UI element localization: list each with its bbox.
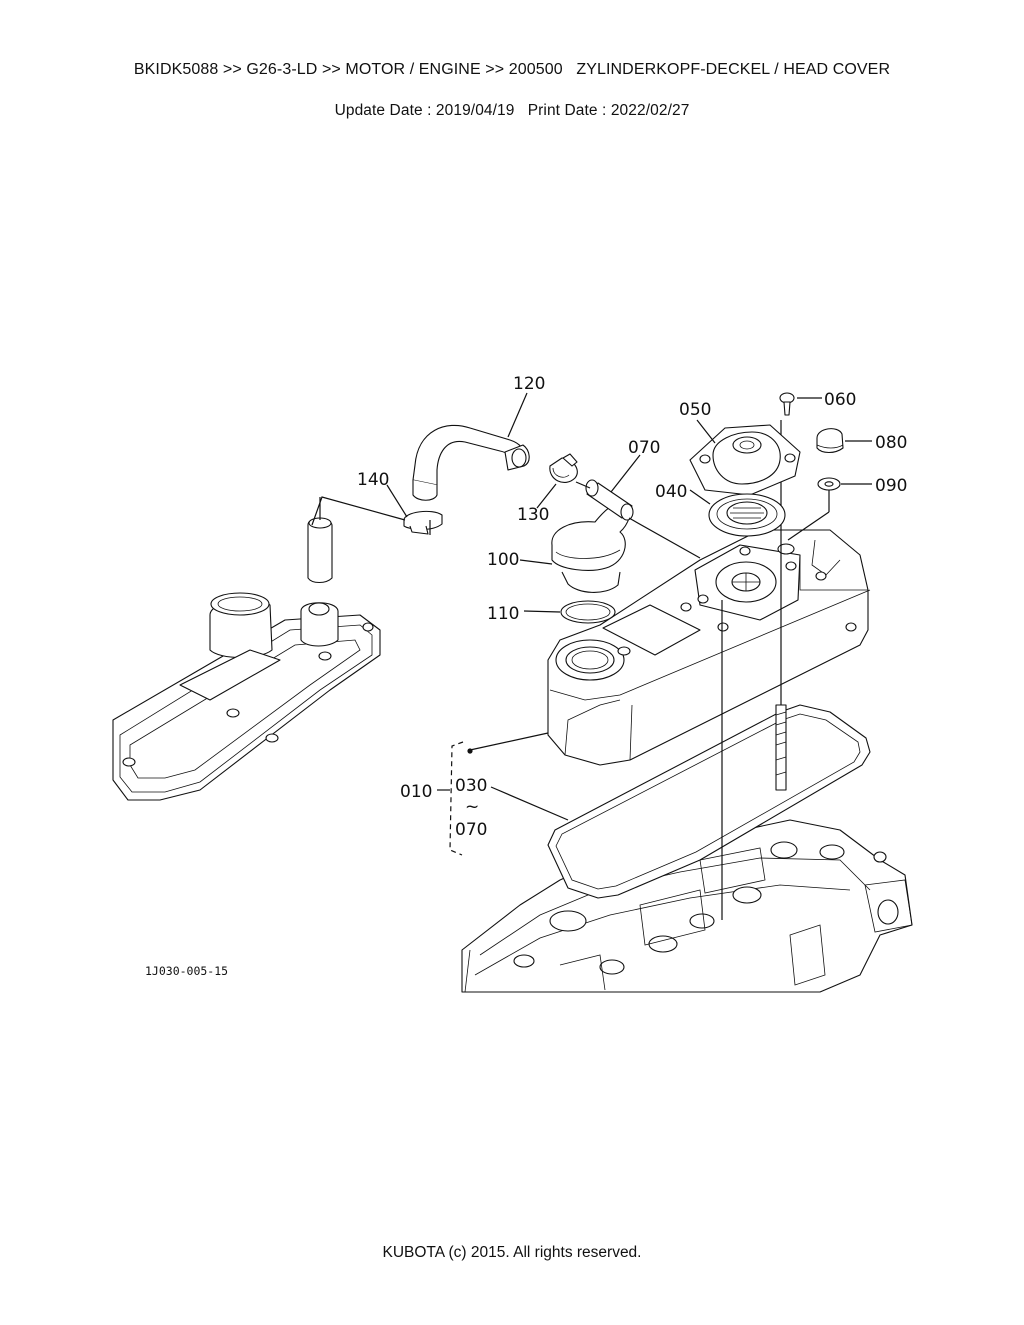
callout-010: 010 <box>400 782 432 802</box>
callout-050: 050 <box>679 400 711 420</box>
callout-labels: 120 050 060 070 080 040 090 140 130 100 … <box>145 374 907 978</box>
breather-pipe-drawing <box>585 479 634 521</box>
callout-080: 080 <box>875 433 907 453</box>
oil-filler-cap-drawing <box>551 501 631 624</box>
breadcrumb: BKIDK5088 >> G26-3-LD >> MOTOR / ENGINE … <box>133 61 891 78</box>
hose-clamp-upper-drawing <box>549 453 578 483</box>
callout-060: 060 <box>824 390 856 410</box>
callout-040: 040 <box>655 482 687 502</box>
callout-range-tilde: ~ <box>465 797 479 817</box>
hose-clamp-lower-drawing <box>403 510 443 535</box>
callout-140: 140 <box>357 470 389 490</box>
head-cover-drawing <box>547 529 871 766</box>
callout-100: 100 <box>487 550 519 570</box>
cap-nut-drawing <box>816 428 844 454</box>
callout-110: 110 <box>487 604 519 624</box>
breather-hose-drawing <box>412 424 530 501</box>
update-print-dates: Update Date : 2019/04/19 Print Date : 20… <box>334 102 690 119</box>
figure-code: 1J030-005-15 <box>145 964 228 978</box>
breather-valve-drawing <box>708 493 786 537</box>
breather-cover-drawing <box>689 424 801 496</box>
washer-drawing <box>817 477 841 491</box>
callout-070: 070 <box>628 438 660 458</box>
leader-lines <box>311 392 872 856</box>
callout-030: 030 <box>455 776 487 796</box>
callout-130: 130 <box>517 505 549 525</box>
callout-070-range-end: 070 <box>455 820 487 840</box>
intake-manifold-drawing <box>112 592 381 801</box>
screw-drawing <box>779 392 795 416</box>
manifold-pipe-drawing <box>307 517 333 584</box>
callout-090: 090 <box>875 476 907 496</box>
cylinder-head-drawing <box>461 819 913 993</box>
copyright-footer: KUBOTA (c) 2015. All rights reserved. <box>382 1244 642 1261</box>
callout-120: 120 <box>513 374 545 394</box>
